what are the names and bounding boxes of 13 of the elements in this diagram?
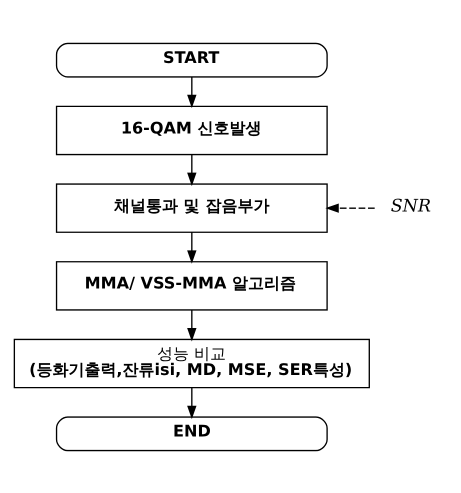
node-text: SNR	[390, 196, 430, 216]
arrow	[186, 154, 196, 186]
arrow	[186, 310, 196, 341]
node-box: START	[55, 42, 328, 78]
arrow	[186, 232, 196, 264]
node-box: 성능 비교 (등화기출력,잔류isi, MD, MSE, SER특성)	[13, 338, 370, 388]
node-box: END	[55, 416, 328, 451]
arrow	[186, 387, 196, 419]
node-box: 채널통과 및 잡음부가	[55, 182, 328, 232]
arrow	[324, 202, 374, 212]
arrow	[186, 76, 196, 108]
node-box: MMA/ VSS-MMA 알고리즘	[55, 260, 328, 310]
node-box: 16-QAM 신호발생	[55, 105, 328, 155]
